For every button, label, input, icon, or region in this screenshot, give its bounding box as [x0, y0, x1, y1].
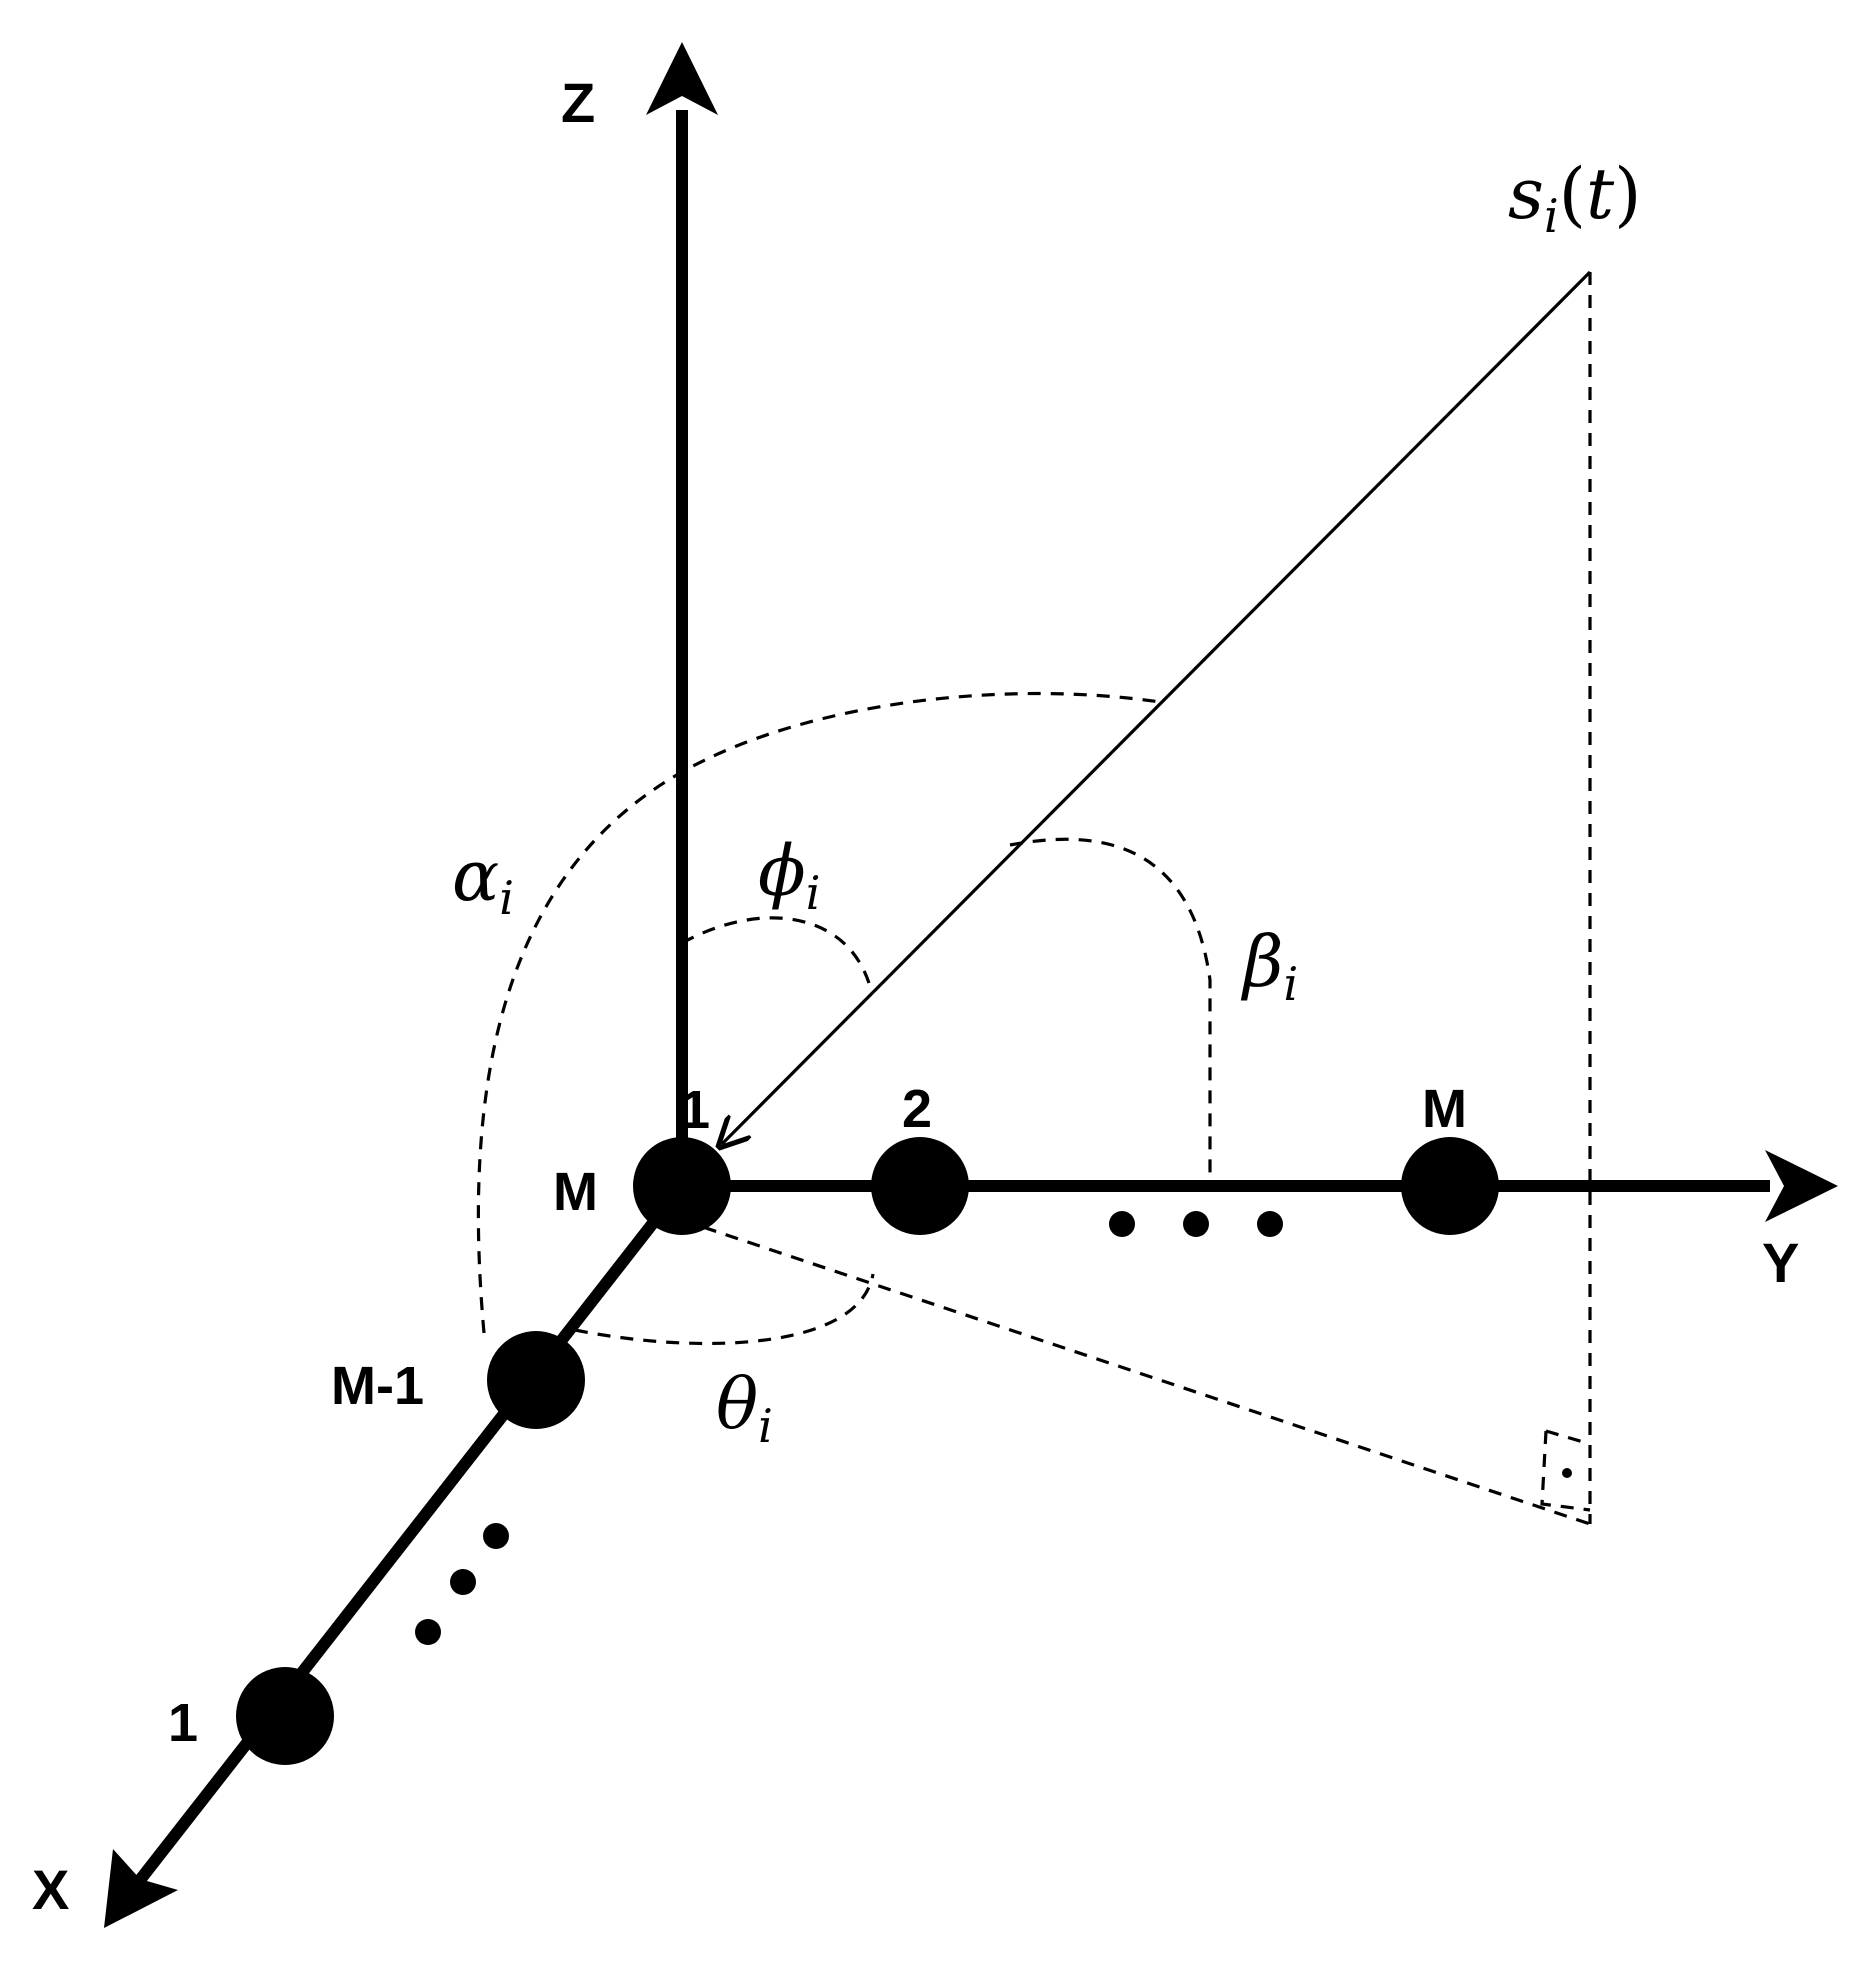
- signal-ray: [722, 270, 1592, 1144]
- right-angle-marker: [1540, 1430, 1591, 1512]
- x-axis: [104, 1182, 687, 1928]
- alpha-arc: [476, 691, 1161, 1334]
- ellipsis-dot: [1183, 1211, 1209, 1237]
- phi-angle-label: ϕi: [758, 830, 820, 920]
- theta-arc: [574, 1273, 875, 1346]
- beta-arc: [1009, 837, 1212, 1186]
- angle-arcs: [476, 691, 1212, 1346]
- ellipsis-dot: [415, 1619, 441, 1645]
- y-element-label-1: 1: [680, 1080, 710, 1140]
- ellipsis-dot: [450, 1569, 476, 1595]
- sensor-y-2: [871, 1137, 969, 1235]
- projection-lines: [681, 272, 1592, 1526]
- y-element-label-2: 2: [902, 1079, 932, 1139]
- ellipsis-dot: [1109, 1211, 1135, 1237]
- z-axis-arrowhead: [646, 42, 718, 115]
- y-array-elements: [633, 1137, 1499, 1237]
- ellipsis-dot: [1257, 1211, 1283, 1237]
- right-angle-dot: [1562, 1468, 1572, 1478]
- z-axis-label: Z: [561, 71, 595, 134]
- y-axis: [682, 1150, 1838, 1222]
- x-element-label-m: M: [553, 1162, 598, 1222]
- ellipsis-dot: [483, 1523, 509, 1549]
- ground-projection-dashed: [681, 1218, 1591, 1526]
- x-array-elements: [236, 1331, 585, 1765]
- sensor-y-m: [1401, 1137, 1499, 1235]
- y-element-label-m: M: [1422, 1079, 1467, 1139]
- z-axis: [646, 42, 718, 1186]
- x-axis-arrowhead: [104, 1849, 178, 1928]
- x-element-label-m-1: M-1: [331, 1356, 424, 1416]
- beta-angle-label: βi: [1240, 921, 1298, 1011]
- source-signal-label: si(t): [1508, 153, 1641, 243]
- y-axis-arrowhead: [1765, 1150, 1838, 1222]
- right-angle-top: [1545, 1429, 1591, 1446]
- y-axis-label: Y: [1762, 1231, 1799, 1294]
- x-axis-label: X: [32, 1858, 69, 1921]
- alpha-angle-label: αi: [452, 835, 514, 925]
- phi-arc: [681, 916, 873, 991]
- theta-angle-label: θi: [716, 1363, 773, 1453]
- sensor-x-1: [236, 1667, 334, 1765]
- x-element-label-1: 1: [168, 1693, 198, 1753]
- sensor-origin: [633, 1137, 731, 1235]
- sensor-x-m-1: [487, 1331, 585, 1429]
